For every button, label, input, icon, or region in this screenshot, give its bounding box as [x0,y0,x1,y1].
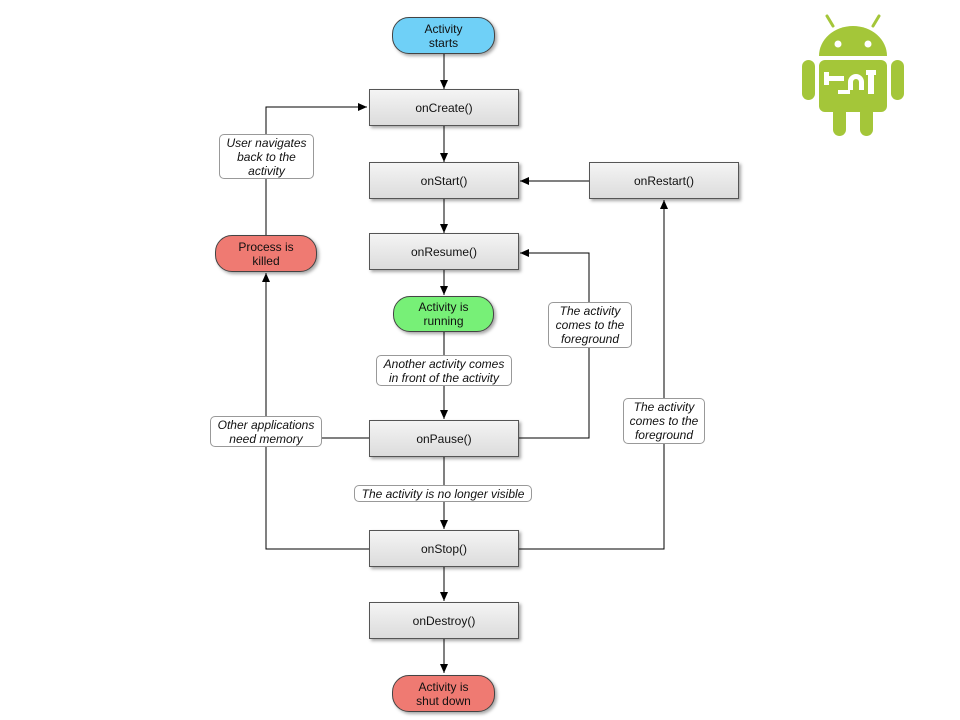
onstart-box: onStart() [369,162,519,199]
onstop-box: onStop() [369,530,519,567]
note-user-navigates-back: User navigates back to the activity [219,134,314,179]
activity-starts-state: Activity starts [392,17,495,54]
line-onstop-to-left [265,438,369,550]
note-other-apps-need-memory: Other applications need memory [210,416,322,447]
activity-running-state: Activity is running [393,296,494,332]
ondestroy-box: onDestroy() [369,602,519,639]
arrow-onpause-to-killed [262,273,369,439]
android-robot-icon [802,14,904,136]
oncreate-box: onCreate() [369,89,519,126]
note-comes-to-foreground-resume: The activity comes to the foreground [548,302,632,348]
note-comes-to-foreground-restart: The activity comes to the foreground [623,398,705,444]
note-another-activity-front: Another activity comes in front of the a… [376,355,512,386]
onpause-box: onPause() [369,420,519,457]
onresume-box: onResume() [369,233,519,270]
arrow-onstop-to-onrestart [519,200,668,550]
process-killed-state: Process is killed [215,235,317,272]
arrow-killed-to-oncreate [265,103,367,235]
activity-shut-down-state: Activity is shut down [392,675,495,712]
onrestart-box: onRestart() [589,162,739,199]
note-no-longer-visible: The activity is no longer visible [354,485,532,502]
